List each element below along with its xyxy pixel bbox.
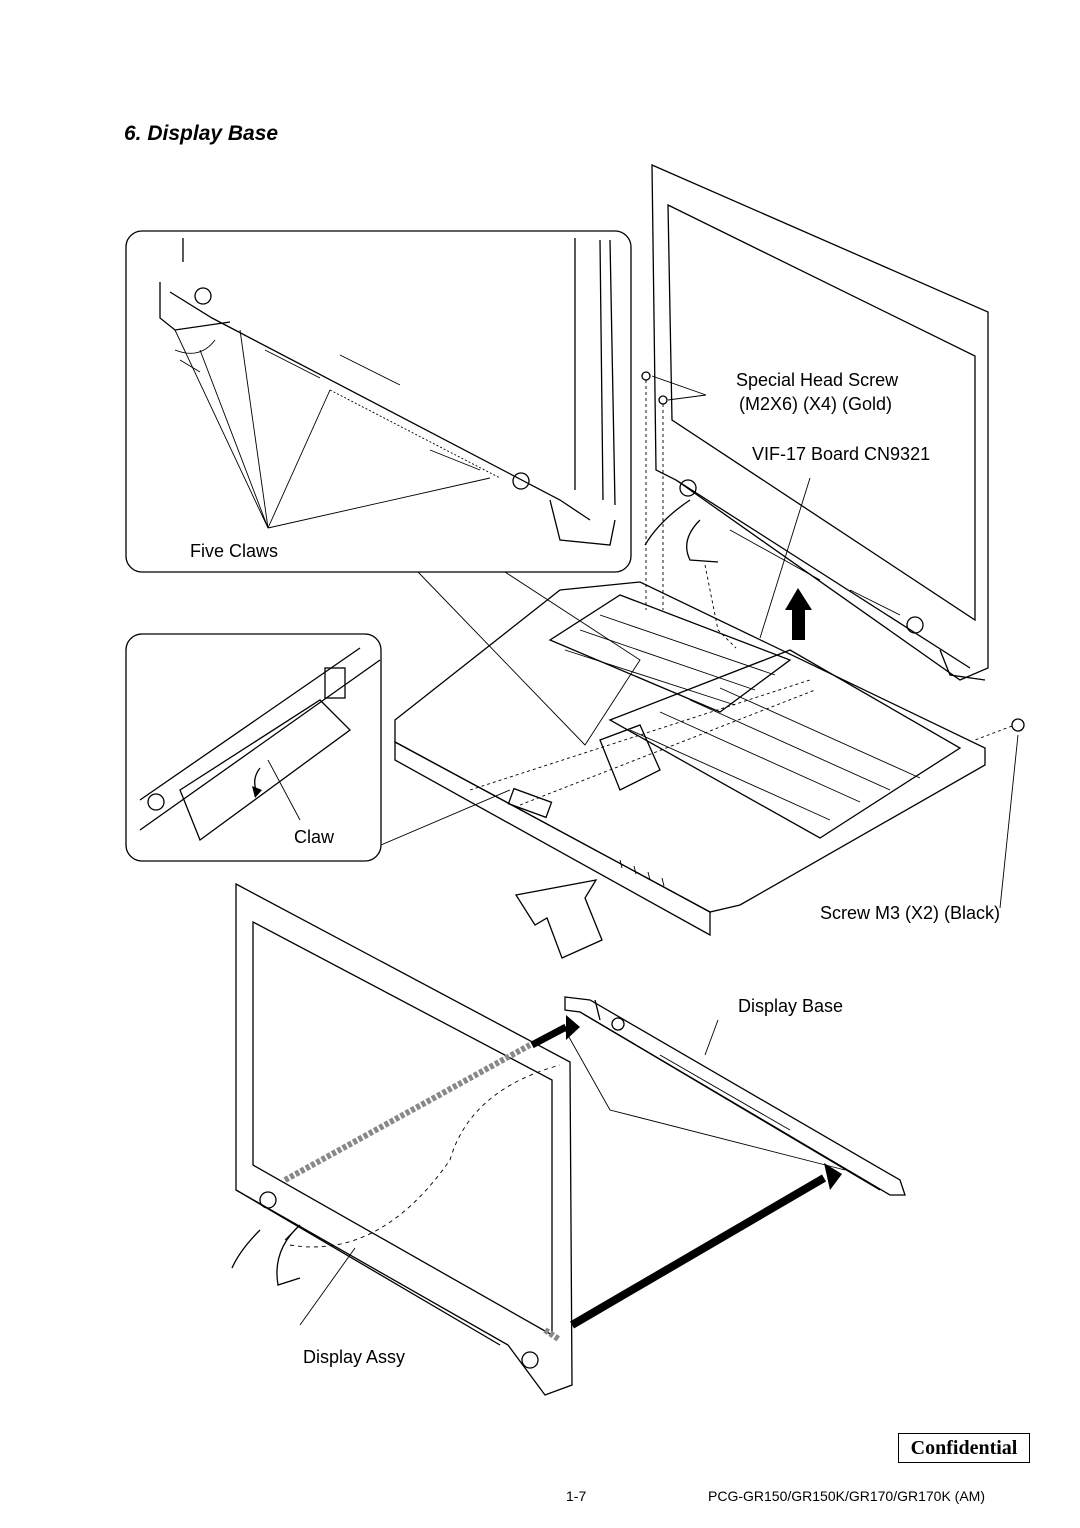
vif-board-label: VIF-17 Board CN9321 <box>752 444 931 464</box>
display-assy <box>231 882 573 1396</box>
claw-label: Claw <box>294 827 335 847</box>
special-head-screws <box>641 371 707 610</box>
insertion-arrows <box>530 1015 842 1329</box>
step-arrow <box>514 879 603 959</box>
confidential-stamp: Confidential <box>898 1433 1030 1463</box>
special-head-screw-label: Special Head Screw <box>736 370 899 390</box>
screw-m3-label: Screw M3 (X2) (Black) <box>820 903 1001 923</box>
laptop-base <box>394 581 1025 937</box>
model-number: PCG-GR150/GR150K/GR170/GR170K (AM) <box>708 1488 985 1504</box>
display-base-label: Display Base <box>738 996 844 1016</box>
display-assy-label: Display Assy <box>303 1347 406 1367</box>
display-base-part <box>564 996 906 1196</box>
upper-display-lid <box>651 164 989 681</box>
detail-inset-five-claws <box>125 230 632 573</box>
special-head-screw-spec-label: (M2X6) (X4) (Gold) <box>739 394 893 414</box>
section-title: 6. Display Base <box>124 122 279 145</box>
page-number: 1-7 <box>566 1488 587 1504</box>
lift-arrow <box>785 588 812 640</box>
five-claws-label: Five Claws <box>190 541 279 561</box>
detail-inset-claw <box>125 633 511 862</box>
